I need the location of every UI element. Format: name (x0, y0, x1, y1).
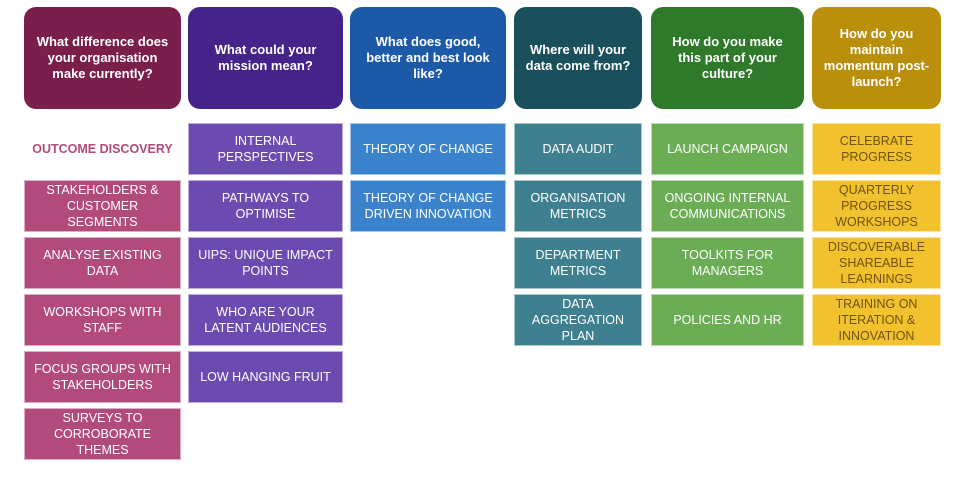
item-data-aggregation-plan: DATA AGGREGATION PLAN (514, 294, 642, 346)
item-stakeholders-customer-segments: STAKEHOLDERS & CUSTOMER SEGMENTS (24, 180, 181, 232)
item-department-metrics: DEPARTMENT METRICS (514, 237, 642, 289)
item-theory-of-change-driven-innovation: THEORY OF CHANGE DRIVEN INNOVATION (350, 180, 506, 232)
item-data-audit: DATA AUDIT (514, 123, 642, 175)
item-workshops-with-staff: WORKSHOPS WITH STAFF (24, 294, 181, 346)
item-training-on-iteration-innovation: TRAINING ON ITERATION & INNOVATION (812, 294, 941, 346)
item-organisation-metrics: ORGANISATION METRICS (514, 180, 642, 232)
item-theory-of-change: THEORY OF CHANGE (350, 123, 506, 175)
item-focus-groups-with-stakeholders: FOCUS GROUPS WITH STAKEHOLDERS (24, 351, 181, 403)
column-heading-1: What difference does your organisation m… (24, 7, 181, 109)
column-heading-2: What could your mission mean? (188, 7, 343, 109)
item-celebrate-progress: CELEBRATE PROGRESS (812, 123, 941, 175)
column-subtitle-1: OUTCOME DISCOVERY (32, 142, 173, 156)
column-heading-4: Where will your data come from? (514, 7, 642, 109)
item-policies-and-hr: POLICIES AND HR (651, 294, 804, 346)
column-heading-5: How do you make this part of your cultur… (651, 7, 804, 109)
item-pathways-to-optimise: PATHWAYS TO OPTIMISE (188, 180, 343, 232)
item-discoverable-shareable-learnings: DISCOVERABLE SHAREABLE LEARNINGS (812, 237, 941, 289)
item-who-are-your-latent-audiences: WHO ARE YOUR LATENT AUDIENCES (188, 294, 343, 346)
item-analyse-existing-data: ANALYSE EXISTING DATA (24, 237, 181, 289)
item-toolkits-for-managers: TOOLKITS FOR MANAGERS (651, 237, 804, 289)
item-ongoing-internal-communications: ONGOING INTERNAL COMMUNICATIONS (651, 180, 804, 232)
item-low-hanging-fruit: LOW HANGING FRUIT (188, 351, 343, 403)
item-launch-campaign: LAUNCH CAMPAIGN (651, 123, 804, 175)
item-internal-perspectives: INTERNAL PERSPECTIVES (188, 123, 343, 175)
item-quarterly-progress-workshops: QUARTERLY PROGRESS WORKSHOPS (812, 180, 941, 232)
item-surveys-to-corroborate-themes: SURVEYS TO CORROBORATE THEMES (24, 408, 181, 460)
column-heading-3: What does good, better and best look lik… (350, 7, 506, 109)
column-heading-6: How do you maintain momentum post-launch… (812, 7, 941, 109)
item-uips-unique-impact-points: UIPs: UNIQUE IMPACT POINTS (188, 237, 343, 289)
